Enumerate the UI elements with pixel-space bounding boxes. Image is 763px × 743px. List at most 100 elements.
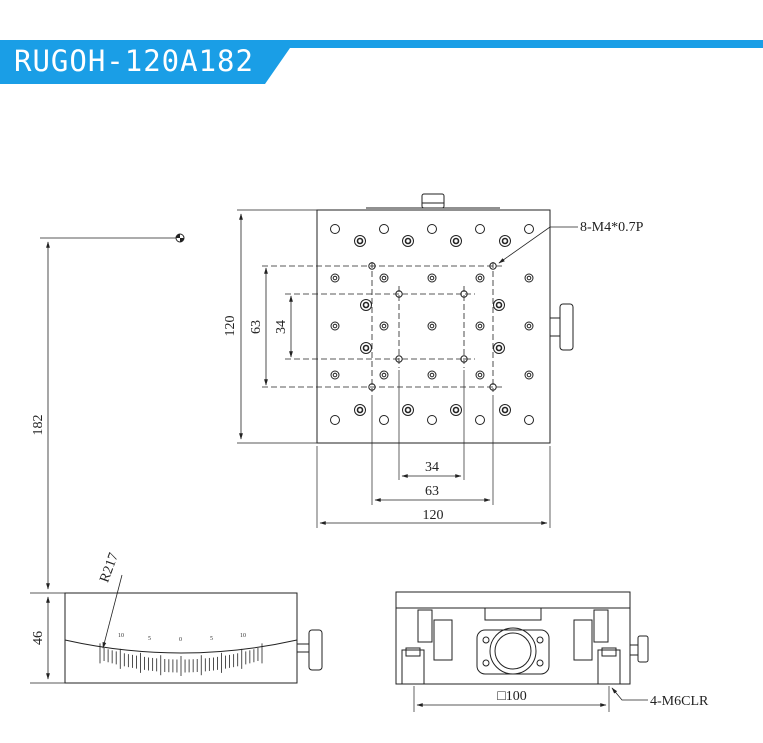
hole — [475, 415, 485, 425]
dim-46: 46 — [31, 631, 46, 645]
hole — [477, 372, 483, 378]
radius-label: R217 — [97, 551, 121, 585]
hole — [489, 262, 497, 270]
hole — [395, 355, 403, 363]
hole — [460, 355, 468, 363]
dim-34-height: 34 — [274, 320, 289, 334]
hole — [356, 406, 364, 414]
hole — [381, 372, 387, 378]
hole — [332, 275, 338, 281]
scale-mark-left-10: 10 — [118, 633, 124, 639]
hole — [493, 299, 505, 311]
hole — [379, 273, 389, 283]
hole — [381, 323, 387, 329]
hole — [475, 273, 485, 283]
hole — [501, 237, 509, 245]
hole — [427, 370, 437, 380]
hole — [427, 415, 437, 425]
hole — [360, 342, 372, 354]
hole — [354, 404, 366, 416]
hole — [477, 275, 483, 281]
banner-shape — [0, 40, 763, 84]
hole — [524, 415, 534, 425]
hole — [495, 301, 503, 309]
hole — [475, 224, 485, 234]
scale-mark-right-5: 5 — [210, 636, 213, 642]
hole — [429, 372, 435, 378]
hole — [379, 370, 389, 380]
hole — [368, 262, 376, 270]
hole — [379, 415, 389, 425]
hole — [475, 370, 485, 380]
scale-mark-right-10: 10 — [240, 633, 246, 639]
hole — [330, 224, 340, 234]
hole — [524, 321, 534, 331]
side-view — [30, 233, 323, 684]
hole — [524, 224, 534, 234]
hole — [460, 290, 468, 298]
hole — [362, 301, 370, 309]
hole — [477, 323, 483, 329]
hole — [427, 273, 437, 283]
hole — [330, 370, 340, 380]
hole — [362, 344, 370, 352]
mount-callout: 4-M6CLR — [650, 694, 709, 709]
hole — [493, 342, 505, 354]
right-knob — [559, 303, 574, 351]
hole — [429, 275, 435, 281]
hole — [330, 415, 340, 425]
end-body — [395, 591, 631, 685]
hole — [332, 372, 338, 378]
hole — [404, 406, 412, 414]
dim-182: 182 — [31, 415, 46, 436]
hole — [427, 224, 437, 234]
hole — [499, 235, 511, 247]
hole — [501, 406, 509, 414]
hole-callout: 8-M4*0.7P — [580, 220, 644, 235]
page-title: RUGOH-120A182 — [14, 44, 254, 78]
top-knob — [421, 193, 445, 209]
hole — [356, 237, 364, 245]
hole — [526, 372, 532, 378]
center-flange — [476, 629, 550, 675]
hole — [526, 275, 532, 281]
hole — [395, 290, 403, 298]
stage-plate — [316, 209, 551, 444]
end-view — [395, 591, 649, 712]
hole — [489, 383, 497, 391]
hole — [450, 404, 462, 416]
top-view — [237, 193, 578, 528]
hole — [402, 404, 414, 416]
hole — [330, 321, 340, 331]
side-body — [64, 592, 298, 684]
scale-mark-zero: 0 — [179, 637, 182, 643]
hole — [429, 323, 435, 329]
dim-63-width: 63 — [425, 484, 439, 499]
scale-mark-left-5: 5 — [148, 636, 151, 642]
hole — [524, 273, 534, 283]
hole — [495, 344, 503, 352]
scale-ticks — [99, 643, 263, 676]
dim-63-height: 63 — [249, 320, 264, 334]
dim-120-height: 120 — [223, 316, 238, 337]
dim-34-width: 34 — [425, 460, 439, 475]
hole — [450, 235, 462, 247]
hole — [368, 383, 376, 391]
hole — [404, 237, 412, 245]
hole — [526, 323, 532, 329]
hole — [379, 224, 389, 234]
hole — [499, 404, 511, 416]
dim-120-width: 120 — [423, 508, 444, 523]
hole — [475, 321, 485, 331]
dim-square-100: □100 — [497, 689, 526, 704]
hole — [330, 273, 340, 283]
hole — [360, 299, 372, 311]
hole — [402, 235, 414, 247]
hole — [354, 235, 366, 247]
hole — [524, 370, 534, 380]
title-banner: RUGOH-120A182 — [0, 40, 763, 84]
hole — [332, 323, 338, 329]
hole — [427, 321, 437, 331]
hole — [452, 237, 460, 245]
